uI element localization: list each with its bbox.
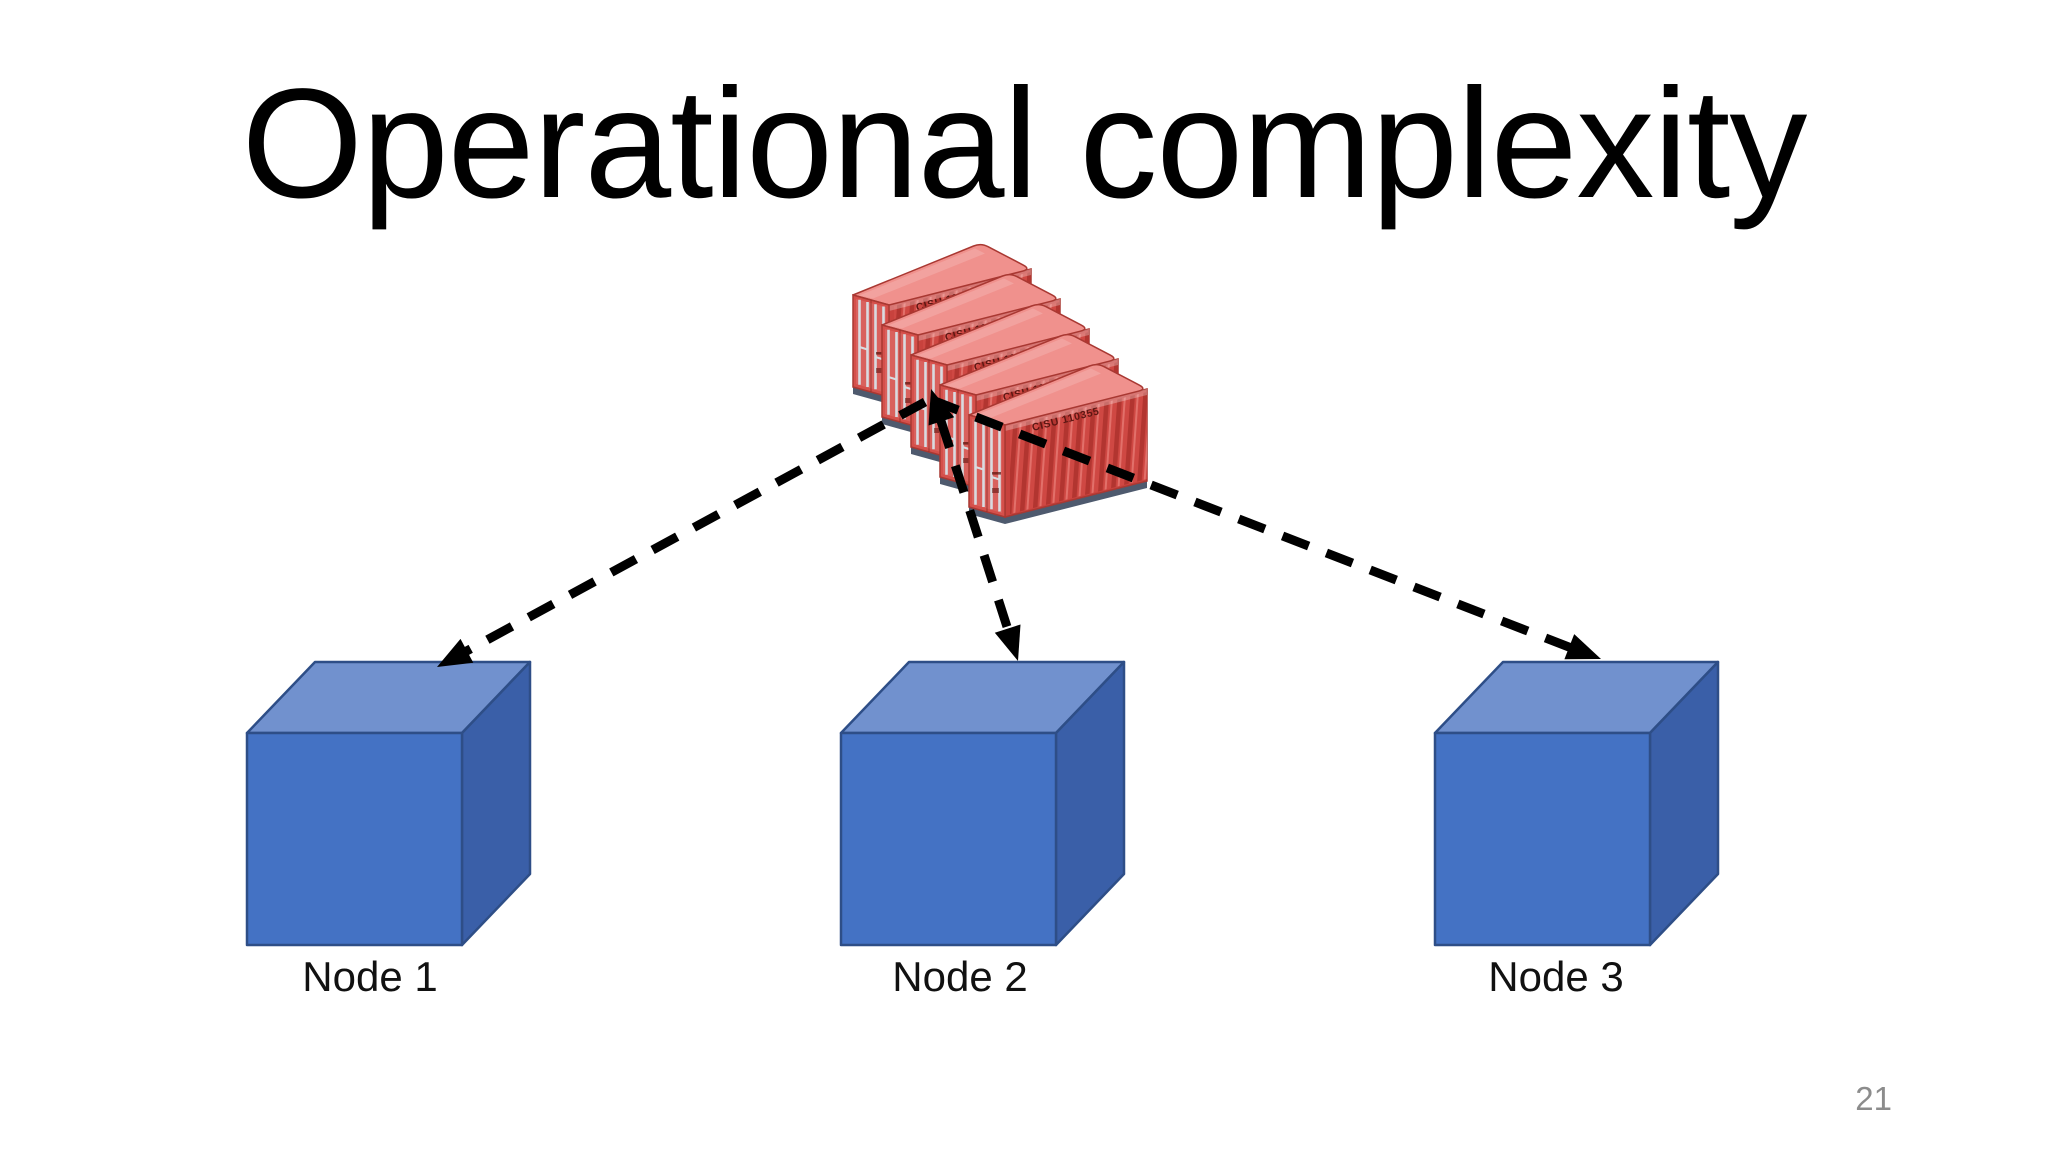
shipping-container-stack [851,243,1149,526]
node-3-cube [1433,660,1720,947]
arrow-line-to-node-1 [460,398,928,657]
page-number: 21 [1855,1080,1892,1117]
node-3-label: Node 3 [1488,953,1623,1000]
node-2-label: Node 2 [892,953,1027,1000]
arrowhead-node-2 [994,624,1021,661]
arrows [460,395,1576,657]
arrowhead-node-1 [437,638,474,667]
arrow-heads [437,389,1601,667]
node-1-label: Node 1 [302,953,437,1000]
arrowhead-node-3 [1564,634,1601,660]
slide-title: Operational complexity [241,57,1808,231]
arrow-line-to-node-3 [930,395,1576,654]
arrow-line-to-node-2 [936,419,1014,635]
arrowhead-containers [928,389,955,426]
node-1-cube [245,660,532,947]
node-2-cube [839,660,1126,947]
